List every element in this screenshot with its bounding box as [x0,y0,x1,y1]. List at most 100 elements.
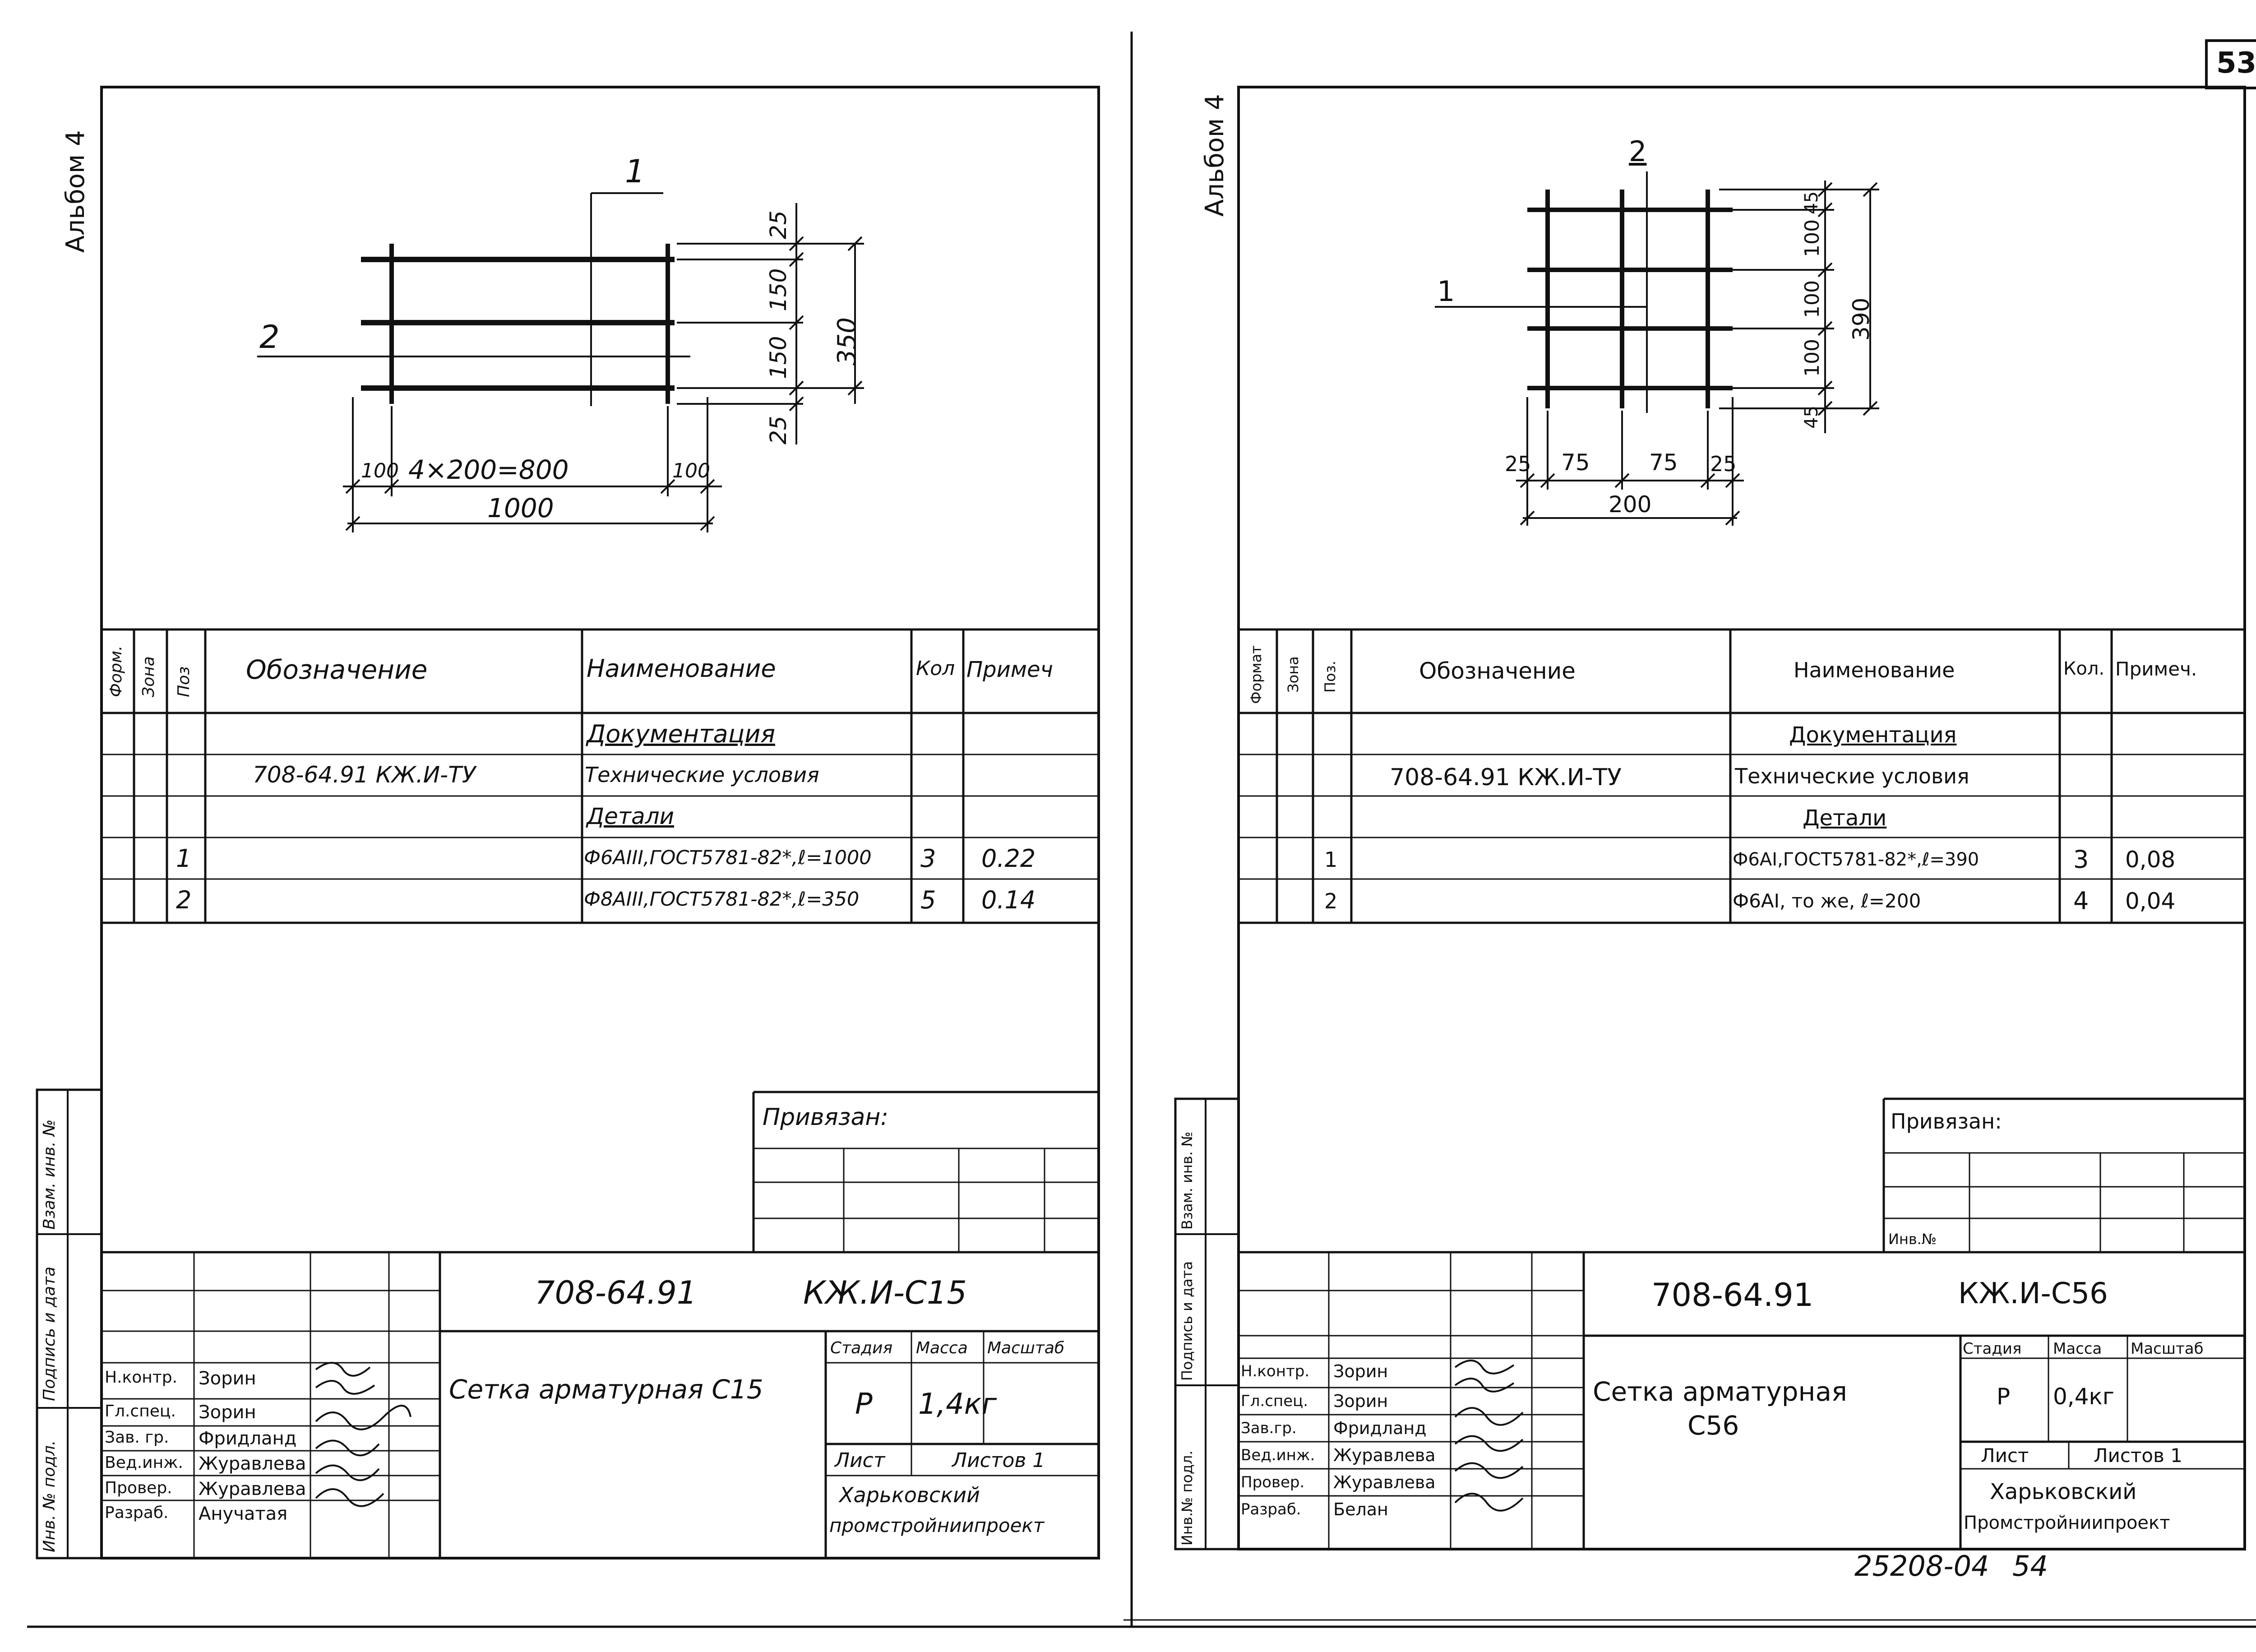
footer-code: 25208-04 [1854,1550,1989,1583]
signature-marks [315,1360,1524,1512]
left-person-role-6: Разраб. [105,1504,169,1522]
right-hdr-pos: Поз. [1322,661,1339,693]
left-person-name-1: Зорин [199,1368,256,1389]
right-album-label: Альбом 4 [1200,94,1230,217]
left-row3-name: Детали [587,803,675,829]
right-person-role-2: Гл.спец. [1241,1392,1308,1410]
right-person-name-5: Журавлева [1333,1472,1436,1492]
left-stamp-vzam: Взам. инв. № [40,1119,59,1230]
left-row5-note: 0.14 [981,886,1036,914]
right-tb-mass-h: Масса [2053,1340,2102,1358]
left-tb-title: Сетка арматурная С15 [449,1374,763,1405]
left-row5-name: Ф8АIII,ГОСТ5781-82*,ℓ=350 [584,888,860,911]
right-person-role-1: Н.контр. [1241,1362,1310,1380]
right-row5-qty: 4 [2073,887,2089,915]
left-dim-1000: 1000 [487,493,554,523]
left-row2-designation: 708-64.91 КЖ.И-ТУ [253,762,476,788]
right-person-name-3: Фридланд [1333,1418,1427,1438]
left-tb-org-2: промстройниипроект [829,1514,1045,1536]
left-dim-100-r: 100 [672,459,710,482]
left-person-role-3: Зав. гр. [105,1428,169,1447]
left-row2-name: Технические условия [585,763,819,787]
right-row2-designation: 708-64.91 КЖ.И-ТУ [1390,764,1622,791]
right-dim-100-b: 100 [1801,280,1824,318]
right-dim-45-bottom: 45 [1801,406,1822,429]
right-inv-no: Инв.№ [1888,1231,1937,1248]
left-row4-note: 0.22 [981,844,1036,873]
left-tb-mark: КЖ.И-С15 [803,1274,967,1311]
right-person-name-6: Белан [1333,1499,1388,1519]
right-dim-75-b: 75 [1649,449,1678,476]
left-row4-name: Ф6АIII,ГОСТ5781-82*,ℓ=1000 [584,847,872,869]
left-stamp-sign: Подпись и дата [40,1266,59,1401]
right-tb-code: 708-64.91 [1651,1277,1814,1314]
right-dim-25-r: 25 [1710,452,1737,476]
left-person-name-3: Фридланд [199,1428,297,1449]
left-person-role-2: Гл.спец. [105,1402,176,1421]
right-dim-390: 390 [1848,297,1874,341]
page-number: 53 [2216,46,2256,80]
right-row5-name: Ф6АI, то же, ℓ=200 [1733,890,1921,912]
left-row4-pos: 1 [176,844,192,873]
right-dim-100-c: 100 [1801,339,1824,377]
left-row5-pos: 2 [176,886,192,914]
right-hdr-zone: Зона [1285,656,1302,693]
right-tb-sheet-h: Лист [1981,1444,2029,1467]
left-tb-code: 708-64.91 [535,1274,697,1311]
left-dim-25-bottom: 25 [765,416,791,444]
left-person-role-4: Вед.инж. [105,1453,183,1472]
left-tb-mass-h: Масса [916,1339,968,1357]
left-hdr-name: Наименование [587,654,776,683]
right-row4-name: Ф6АI,ГОСТ5781-82*,ℓ=390 [1733,849,1979,870]
right-hdr-qty: Кол. [2063,658,2105,679]
left-album-label: Альбом 4 [61,130,90,253]
right-dim-200: 200 [1609,491,1652,518]
left-dim-150-a: 150 [765,268,791,311]
left-callout-1: 1 [625,153,645,190]
right-callout-1: 1 [1437,275,1455,308]
left-hdr-format: Форм. [107,645,125,697]
left-tb-sheets-h: Листов 1 [952,1449,1045,1472]
right-hdr-name: Наименование [1794,658,1955,682]
right-person-name-1: Зорин [1333,1361,1388,1381]
right-stamp-inv: Инв.№ подл. [1179,1450,1196,1546]
left-row4-qty: 3 [920,844,936,873]
right-dim-45-top: 45 [1801,191,1822,214]
right-tb-sheets-h: Листов 1 [2094,1444,2182,1467]
left-person-role-1: Н.контр. [105,1368,178,1387]
right-row5-pos: 2 [1324,889,1338,913]
left-person-name-4: Журавлева [199,1453,306,1474]
right-tb-title-1: Сетка арматурная [1593,1376,1847,1407]
left-hdr-note: Примеч [966,657,1053,682]
left-dim-100-l: 100 [361,459,399,482]
right-tb-org-1: Харьковский [1990,1479,2137,1504]
left-dim-25-top: 25 [765,210,791,239]
right-hdr-note: Примеч. [2115,658,2197,680]
left-dim-350: 350 [832,317,862,366]
right-hdr-format: Формат [1248,645,1265,704]
left-dim-span: 4×200=800 [408,454,569,485]
right-person-role-5: Провер. [1241,1473,1305,1491]
left-row5-qty: 5 [920,886,936,914]
right-row4-pos: 1 [1324,847,1338,872]
right-tb-stage-h: Стадия [1963,1340,2022,1358]
right-row1-name: Документация [1789,722,1957,748]
right-privyazan: Привязан: [1891,1109,2002,1134]
right-tb-org-2: Промстройниипроект [1964,1513,2170,1533]
left-person-name-2: Зорин [199,1402,256,1423]
left-callout-2: 2 [259,319,280,356]
right-person-role-4: Вед.инж. [1241,1446,1315,1464]
right-row4-note: 0,08 [2125,847,2176,873]
right-person-role-6: Разраб. [1241,1500,1301,1518]
left-hdr-designation: Обозначение [246,654,428,685]
right-person-role-3: Зав.гр. [1241,1419,1297,1437]
right-tb-mark: КЖ.И-С56 [1958,1277,2108,1310]
right-tb-mass: 0,4кг [2053,1384,2114,1410]
right-hdr-designation: Обозначение [1419,658,1576,684]
left-privyazan: Привязан: [763,1104,888,1131]
footer-page: 54 [2012,1550,2048,1583]
left-tb-sheet-h: Лист [835,1449,885,1472]
right-stamp-vzam: Взам. инв. № [1179,1131,1196,1230]
right-row2-name: Технические условия [1735,764,1969,788]
